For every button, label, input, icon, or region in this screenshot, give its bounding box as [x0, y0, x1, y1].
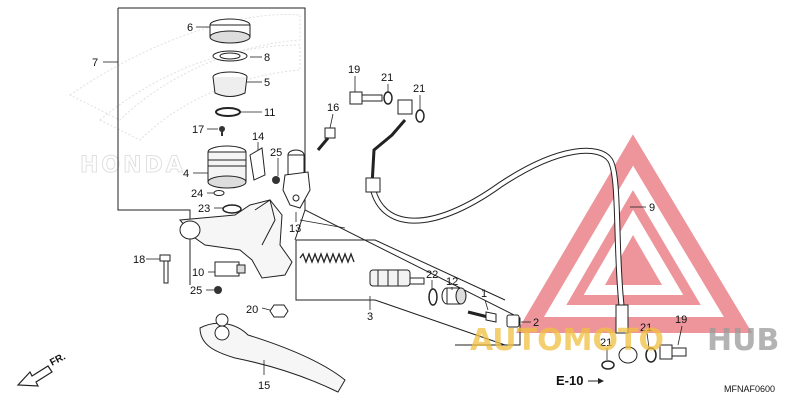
cap-2	[506, 314, 520, 328]
callout-21a: 21	[381, 72, 393, 84]
callout-22: 22	[426, 269, 438, 281]
callout-18: 18	[133, 254, 145, 266]
boot-12	[441, 287, 467, 305]
banjo-bolt-19a	[349, 91, 383, 105]
callout-5: 5	[264, 77, 270, 89]
callout-8: 8	[264, 52, 270, 64]
callout-21d: 21	[640, 322, 652, 334]
washer-21d	[645, 347, 657, 363]
piston-spring	[299, 252, 355, 264]
reservoir-assembly-box	[117, 7, 521, 346]
washer-21a	[383, 91, 393, 105]
pivot-bolt-18	[159, 254, 171, 284]
callout-10: 10	[192, 267, 204, 279]
callout-23: 23	[198, 203, 210, 215]
o-ring	[215, 107, 241, 117]
callout-15: 15	[258, 380, 270, 392]
washer-21c	[601, 360, 615, 370]
watermark-triangle	[516, 134, 753, 333]
clutch-lever	[199, 313, 346, 393]
reservoir-cap	[209, 18, 251, 44]
reference-label: E-10	[556, 373, 583, 388]
washer-23	[222, 204, 242, 214]
callout-14: 14	[252, 131, 264, 143]
honda-logo-text: HONDA	[80, 153, 186, 178]
honda-wing-logo: HONDA	[69, 13, 301, 179]
callout-labels: 6 7 8 5 11 17 14 25 4 24 23 13 18 10 25 …	[92, 22, 687, 392]
master-cylinder-body	[179, 199, 293, 279]
callout-2: 2	[533, 317, 539, 329]
callout-13: 13	[289, 223, 301, 235]
nut-20	[269, 304, 289, 318]
washer-21b	[415, 109, 425, 123]
screw-25b	[214, 286, 222, 294]
banjo-fitting	[397, 99, 413, 115]
watermark-text-automoto: AUTOMOTO	[470, 323, 664, 358]
bracket-14	[249, 147, 266, 181]
callout-25b: 25	[190, 285, 202, 297]
direction-label: FR.	[48, 351, 68, 368]
clamp-holder	[282, 149, 311, 209]
clutch-hose	[365, 119, 629, 334]
banjo-bolt-19b	[659, 344, 687, 360]
washer-22	[428, 288, 438, 306]
callout-9: 9	[649, 202, 655, 214]
piston-kit-box	[295, 239, 506, 346]
screw-17	[219, 126, 225, 136]
bolt-16	[316, 127, 336, 151]
callout-6: 6	[187, 22, 193, 34]
grommet-24	[213, 190, 225, 196]
leader-lines	[103, 26, 683, 375]
callout-1: 1	[481, 288, 487, 300]
drawing-code: MFNAF0600	[724, 384, 775, 394]
callout-25a: 25	[270, 147, 282, 159]
diaphragm	[212, 71, 248, 97]
callout-16: 16	[327, 102, 339, 114]
screw-25a	[272, 176, 280, 184]
push-rod-1	[467, 310, 497, 323]
watermark-text-hub: HUB	[707, 323, 779, 358]
callout-12: 12	[446, 276, 458, 288]
cap-plate	[212, 50, 248, 62]
clutch-switch	[214, 261, 246, 277]
callout-7: 7	[92, 57, 98, 69]
callout-11: 11	[264, 107, 275, 119]
watermark-text: AUTOMOTO HUB	[470, 323, 779, 358]
callout-21b: 21	[413, 83, 425, 95]
reference-e10: E-10	[556, 373, 604, 388]
front-direction-arrow: FR.	[16, 351, 68, 387]
callout-24: 24	[191, 188, 203, 200]
callout-19a: 19	[348, 64, 360, 76]
callout-19b: 19	[675, 314, 687, 326]
banjo-fitting-bottom	[618, 346, 638, 364]
callout-4: 4	[183, 168, 189, 180]
callout-3: 3	[367, 311, 373, 323]
callout-17: 17	[192, 124, 204, 136]
callout-20: 20	[246, 304, 258, 316]
callout-21c: 21	[600, 337, 612, 349]
reservoir-tank	[207, 145, 247, 189]
piston	[369, 269, 425, 287]
